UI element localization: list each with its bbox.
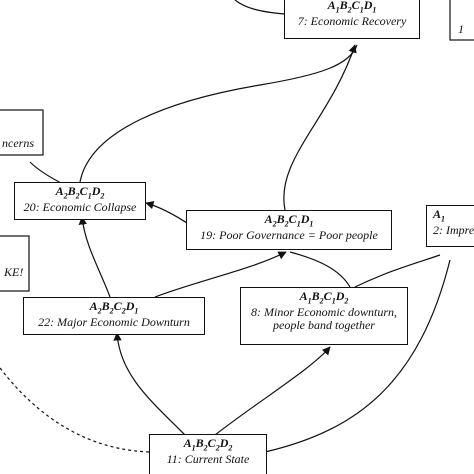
edge-11-to-22: [113, 332, 186, 436]
edge-8-to-2: [354, 254, 441, 288]
partial-node-right-top: [449, 0, 474, 41]
node-11-label: 11: Current State: [166, 451, 250, 466]
edge-19-to-7: [283, 44, 357, 211]
edge-22-to-19: [154, 251, 287, 298]
node-7-code: A1B2C1D1: [327, 0, 377, 15]
node-7-economic-recovery[interactable]: A1B2C1D1 7: Economic Recovery: [284, 0, 420, 39]
node-19-poor-governance[interactable]: A2B2C1D1 19: Poor Governance = Poor peop…: [186, 210, 392, 250]
node-2-code: A1: [433, 207, 446, 224]
node-8-label: 8: Minor Economic downturn,: [251, 304, 397, 319]
node-8-code: A1B2C1D2: [299, 289, 349, 306]
node-7-label: 7: Economic Recovery: [297, 13, 407, 28]
fragment-one: 1: [458, 22, 464, 36]
node-20-economic-collapse[interactable]: A2B2C1D2 20: Economic Collapse: [14, 182, 146, 220]
node-2-label: 2: Impre: [433, 222, 474, 237]
edge-19-to-20: [145, 201, 191, 226]
node-11-code: A1B2C2D2: [183, 436, 233, 453]
node-20-code: A2B2C1D2: [55, 184, 105, 201]
node-2-partial[interactable]: A1 2: Impre: [426, 205, 474, 247]
edge-dashed-left: [0, 367, 151, 453]
edge-22-to-20: [78, 216, 111, 298]
edge-11-to-8: [214, 346, 331, 436]
node-8-label-line2: people band together: [273, 318, 375, 333]
node-22-major-economic-downturn[interactable]: A2B2C2D1 22: Major Economic Downturn: [23, 297, 205, 335]
partial-node-left-top: [0, 109, 44, 156]
edge-8-to-19: [289, 251, 351, 288]
fragment-concerns: ncerns: [2, 136, 34, 150]
edge-top-left: [234, 0, 286, 15]
edge-11-to-2: [264, 259, 451, 453]
node-22-label: 22: Major Economic Downturn: [38, 314, 190, 329]
node-11-current-state[interactable]: A1B2C2D2 11: Current State: [149, 434, 267, 474]
node-8-minor-economic-downturn[interactable]: A1B2C1D2 8: Minor Economic downturn, peo…: [240, 287, 408, 345]
node-19-label: 19: Poor Governance = Poor people: [200, 227, 378, 242]
fragment-ke: KE!: [4, 265, 24, 279]
node-22-code: A2B2C2D1: [89, 299, 139, 316]
edge-20-to-7: [79, 44, 358, 183]
node-19-code: A2B2C1D1: [264, 212, 314, 229]
partial-node-left-mid: [0, 235, 30, 292]
node-20-label: 20: Economic Collapse: [23, 199, 137, 214]
